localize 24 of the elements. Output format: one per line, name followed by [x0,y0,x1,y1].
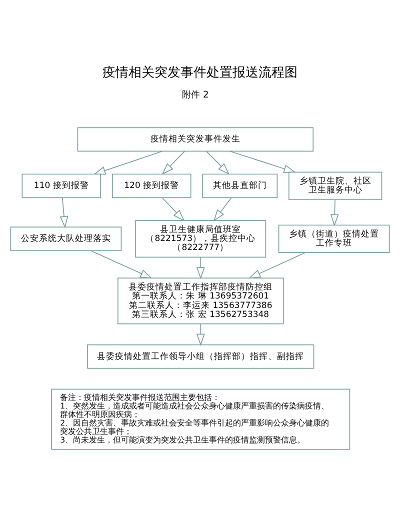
node-box: 县委疫情处置工作领导小组（指挥部）指挥、副指挥 [87,344,314,368]
node-box: 乡镇（街道）疫情处置工作专班 [278,224,390,252]
arrow [196,323,205,346]
node-box: 县卫生健康局值班室（8221573），县疾控中心（8222777） [135,220,266,258]
arrow [248,252,306,278]
label: 附件 2 [182,90,209,100]
node-box: 公安系统大队处理落实 [10,226,122,251]
arrow [206,150,230,174]
arrow [162,150,186,174]
arrow [230,150,296,172]
arrow [213,196,232,222]
arrow [330,198,339,226]
node-box: 120 接到报警 [112,173,192,198]
node-box: 县委疫情处置工作指挥部疫情防控组 第一联系人：朱 琳 13695372601 第二联系人：李运来 13563777386 第三联系人：张 宏 13562753348 [118,277,284,324]
node-box: 疫情相关突发事件发生 [77,126,314,152]
diagram-title: 疫情相关突发事件处置报送流程图 [102,65,298,80]
node-box: 其他县直部门 [202,173,278,198]
node-box: 110 接到报警 [22,173,102,198]
node-box: 乡镇卫生院、社区卫生服务中心 [288,171,382,200]
arrow [196,256,205,279]
arrow [162,196,185,221]
arrow [60,196,68,228]
arrow [90,250,152,278]
arrow [93,150,163,174]
